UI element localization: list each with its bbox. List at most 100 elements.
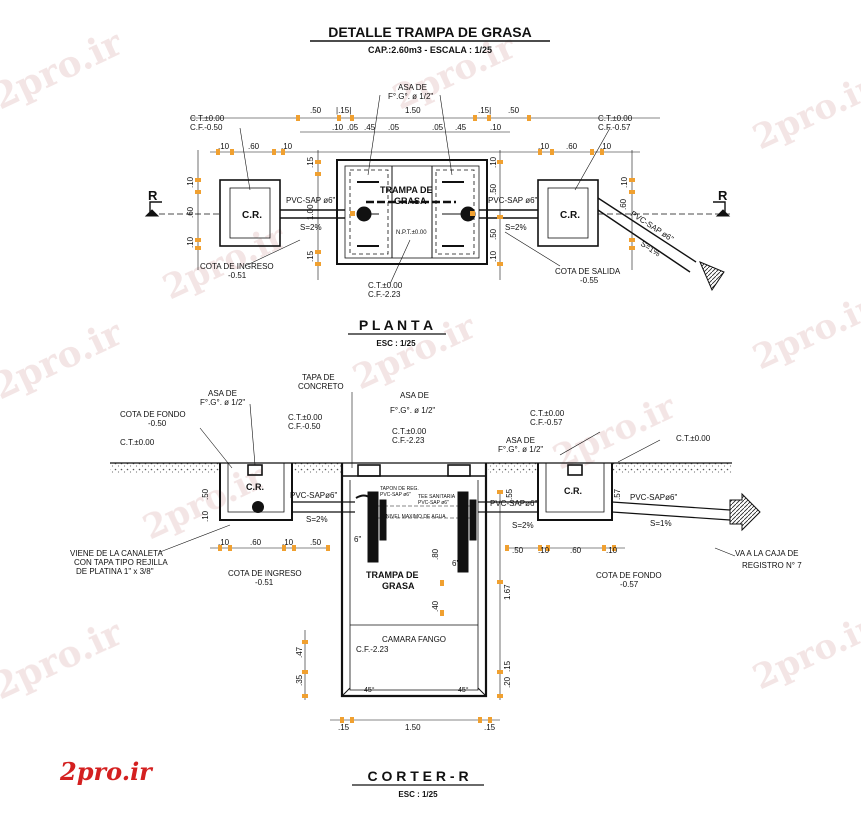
plan-cf-right: C.F.-0.57 [598,123,631,132]
watermark-text: 2pro.ir [0,21,130,118]
plan-dim: .50 [310,106,322,115]
section-tee-label: TEE SANITARIA [418,494,456,500]
section-labels: C.T.±0.00 COTA DE FONDO -0.50 ASA DE F°.… [70,373,802,694]
plan-trampa-label: TRAMPA DE [380,185,433,195]
plan-dim: .60 [566,142,578,151]
watermark-text: 2pro.ir [0,611,130,708]
section-dim: .10 [606,546,618,555]
plan-slope-right: S=2% [505,223,527,232]
plan-dim: .10 [600,142,612,151]
section-dimensions: .10 .60 .10 .50 .50 .10 .60 .10 .50 .10 … [201,488,622,732]
section-va-line-1: VA A LA CAJA DE [735,549,798,558]
section-dim: .60 [250,538,262,547]
section-cf-center: C.F.-2.23 [392,436,425,445]
plan-grease-trap [336,159,488,265]
section-scale: ESC : 1/25 [398,790,438,799]
section-cota-ingreso-value: -0.51 [255,578,274,587]
plan-dim: .50 [508,106,520,115]
section-dim: .20 [503,676,512,688]
section-dim: .50 [310,538,322,547]
plan-dim: .10 [218,142,230,151]
plan-dim: .05 [432,123,444,132]
plan-dim: 1.50 [405,106,421,115]
section-grasa-label: GRASA [382,581,415,591]
section-concreto-label: CONCRETO [298,382,344,391]
section-slope-left: S=2% [306,515,328,524]
drawing-title: DETALLE TRAMPA DE GRASA [328,24,532,40]
plan-cota-ingreso: COTA DE INGRESO [200,262,274,271]
section-dim: 1.50 [405,723,421,732]
plan-dim: .45 [455,123,467,132]
section-cf-bottom: C.F.-2.23 [356,645,389,654]
plan-cota-salida-value: -0.55 [580,276,599,285]
section-register-box-right [537,463,613,521]
section-cota-fondo-left-value: -0.50 [148,419,167,428]
plan-ct-center: C.T.±0.00 [368,281,403,290]
plan-dim: .10 [186,236,195,248]
section-asa-right: ASA DE [506,436,535,445]
plan-cr-left: C.R. [242,210,262,221]
section-heading: C O R T E R - R [367,768,468,784]
section-view [110,392,736,721]
section-cf-right: C.F.-0.57 [530,418,563,427]
plan-npt: N.P.T.±0.00 [396,230,427,236]
plan-view [144,94,731,285]
section-cota-ingreso: COTA DE INGRESO [228,569,302,578]
section-asa-center: ASA DE [400,391,429,400]
plan-dim: .10 [186,176,195,188]
section-dim-ticks [218,490,616,723]
section-dim: .10 [282,538,294,547]
plan-ct-left: C.T.±0.00 [190,114,225,123]
section-dim: .50 [512,546,524,555]
plan-grasa-label: GRASA [394,196,427,206]
drawing-subtitle: CAP.:2.60m3 - ESCALA : 1/25 [368,45,492,55]
watermark-text: 2pro.ir [747,286,861,378]
section-dim: .60 [570,546,582,555]
plan-ct-right: C.T.±0.00 [598,114,633,123]
plan-cf-center: C.F.-2.23 [368,290,401,299]
outlet-arrow-icon [699,261,725,292]
plan-dim: .60 [248,142,260,151]
plan-dim: .10 [490,123,502,132]
plan-dim: .10 [281,142,293,151]
plan-scale: ESC : 1/25 [376,339,416,348]
plan-asa-spec: F°.G°. ø 1/2" [388,92,433,101]
section-dim: .15 [484,723,496,732]
site-logo: 2pro.ir [59,757,154,786]
section-asa-center-spec: F°.G°. ø 1/2" [390,406,435,415]
section-ct-left: C.T.±0.00 [288,413,323,422]
watermark-text: 2pro.ir [387,26,523,118]
section-dim: .10 [538,546,550,555]
section-outlet-arrow-icon [729,492,761,532]
section-dim: .55 [505,488,514,500]
section-nivel-label: NIVEL MAXIMO DE AGUA [386,514,446,520]
section-register-box-left [219,463,293,521]
section-cota-fondo-right-value: -0.57 [620,580,639,589]
section-grease-trap [340,463,488,698]
plan-dim: .10 [332,123,344,132]
plan-dim: .05 [388,123,400,132]
plan-dim: .50 [489,228,498,240]
section-dim: .10 [218,538,230,547]
section-cr-left: C.R. [246,482,264,492]
plan-section-marker-left: R [148,188,158,203]
plan-dim: .60 [619,198,628,210]
section-dim: .35 [295,674,304,686]
section-viene-line-2: CON TAPA TIPO REJILLA [74,558,168,567]
plan-dim: .60 [186,206,195,218]
section-viene-line-3: DE PLATINA 1" x 3/8" [76,567,154,576]
section-dim: .40 [431,600,440,612]
section-va-line-2: REGISTRO N° 7 [742,561,802,570]
section-ct-far-right: C.T.±0.00 [676,434,711,443]
section-dim: .10 [201,510,210,522]
section-pipe-size-b: 6" [452,559,459,568]
section-dim: .47 [295,646,304,658]
section-viene-line-1: VIENE DE LA CANALETA [70,549,163,558]
plan-pvc-right: PVC-SAP ø6" [488,196,538,205]
section-dim: .15 [338,723,350,732]
section-tapa-label: TAPA DE [302,373,335,382]
section-cota-fondo-right: COTA DE FONDO [596,571,662,580]
section-dim: .15 [503,660,512,672]
plan-dim: .10 [489,156,498,168]
